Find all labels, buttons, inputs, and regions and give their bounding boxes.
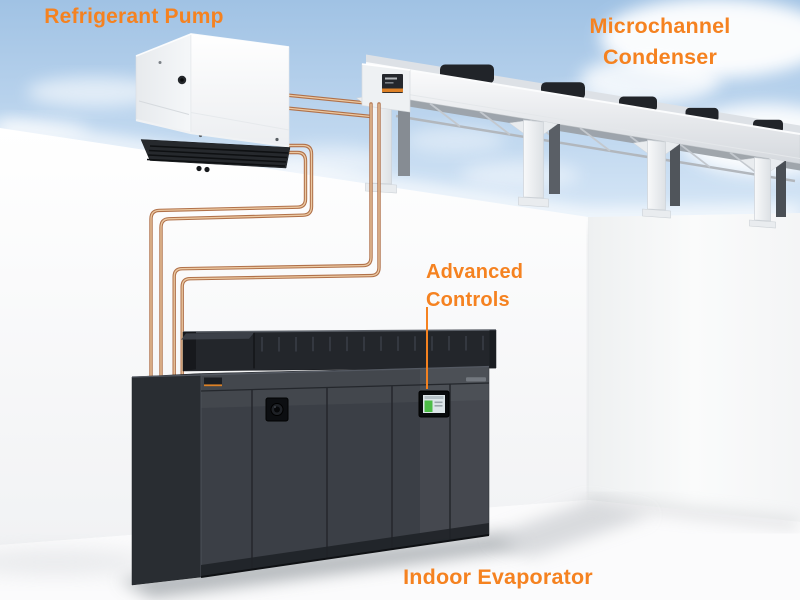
evaporator-side-face bbox=[131, 373, 202, 586]
right-wall bbox=[588, 213, 800, 522]
condenser-leg bbox=[647, 139, 666, 211]
plenum-top-edge bbox=[182, 329, 497, 333]
pump-foot bbox=[196, 165, 202, 172]
wall-base-shadow bbox=[587, 497, 799, 528]
end-cap-highlight bbox=[361, 63, 411, 71]
indoor-evaporator-label: Indoor Evaporator bbox=[403, 565, 593, 589]
condenser-back-legs bbox=[398, 99, 786, 217]
pump-screw bbox=[158, 61, 162, 64]
panel-seams bbox=[251, 384, 451, 570]
advanced-controls-display[interactable] bbox=[418, 390, 450, 418]
pump-right-face bbox=[190, 33, 290, 147]
model-label-mark bbox=[466, 377, 486, 382]
cabinet-top-edge bbox=[131, 365, 490, 378]
pump-screw bbox=[275, 137, 279, 142]
cabinet-base-line bbox=[200, 534, 490, 578]
vertiv-badge bbox=[382, 74, 403, 93]
corner-shadow bbox=[584, 227, 591, 499]
screen-line bbox=[434, 405, 443, 407]
cloud bbox=[460, 161, 580, 189]
evaporator-floor-shadow bbox=[118, 534, 528, 598]
deck-midline bbox=[365, 87, 800, 159]
condenser-back-leg bbox=[398, 99, 410, 176]
refrigerant-pump-unit bbox=[135, 33, 291, 173]
condenser-back-leg bbox=[670, 144, 680, 206]
controls-label-line1: Advanced bbox=[426, 261, 524, 283]
condenser-back-leg bbox=[776, 161, 786, 217]
pump-top-highlight bbox=[135, 33, 290, 57]
screen-green-panel bbox=[424, 400, 433, 412]
badge-orange-stripe bbox=[204, 384, 222, 387]
pump-grille-slats bbox=[146, 145, 289, 167]
plenum-module-top bbox=[181, 332, 254, 340]
cloud bbox=[27, 77, 163, 107]
pump-door-seam bbox=[138, 100, 190, 115]
condenser-label-line2: Condenser bbox=[602, 45, 718, 69]
horizontal-seam bbox=[200, 382, 490, 392]
condenser-leg bbox=[754, 157, 771, 222]
screen-line bbox=[434, 401, 443, 404]
plenum-vents bbox=[261, 335, 484, 352]
plenum-right-shade bbox=[489, 330, 496, 369]
coil-underside bbox=[366, 93, 800, 171]
badge-logo-mark bbox=[385, 82, 394, 84]
pump-panel-seam bbox=[190, 112, 290, 131]
badge-logo-mark bbox=[385, 77, 397, 80]
service-switch bbox=[265, 397, 289, 422]
cast-shadow bbox=[489, 501, 652, 557]
kick-panel bbox=[201, 523, 489, 577]
condenser-label-line1: Microchannel bbox=[589, 14, 731, 38]
plenum-left-cap bbox=[183, 331, 196, 371]
indoor-evaporator-unit bbox=[131, 329, 497, 586]
pump-knob-center bbox=[180, 78, 184, 82]
condenser-leg bbox=[523, 119, 544, 199]
screen-header bbox=[424, 396, 444, 399]
pump-foot bbox=[204, 166, 210, 173]
microchannel-condenser-label: Microchannel Condenser bbox=[572, 11, 748, 73]
floor-shade-left bbox=[0, 549, 150, 575]
deck-top-highlight bbox=[365, 62, 800, 135]
advanced-controls-label: Advanced Controls bbox=[426, 258, 523, 314]
cloud bbox=[405, 127, 505, 153]
badge-orange-stripe bbox=[382, 88, 403, 93]
shadows bbox=[0, 227, 799, 598]
vertiv-badge bbox=[204, 377, 222, 387]
under-deck-chord bbox=[395, 114, 796, 183]
pump-bottom-rim bbox=[135, 118, 290, 148]
refrigerant-pump-label: Refrigerant Pump bbox=[44, 5, 224, 28]
microchannel-condenser-unit bbox=[355, 54, 800, 229]
condenser-back-leg bbox=[549, 124, 560, 194]
controls-label-line2: Controls bbox=[426, 289, 510, 311]
